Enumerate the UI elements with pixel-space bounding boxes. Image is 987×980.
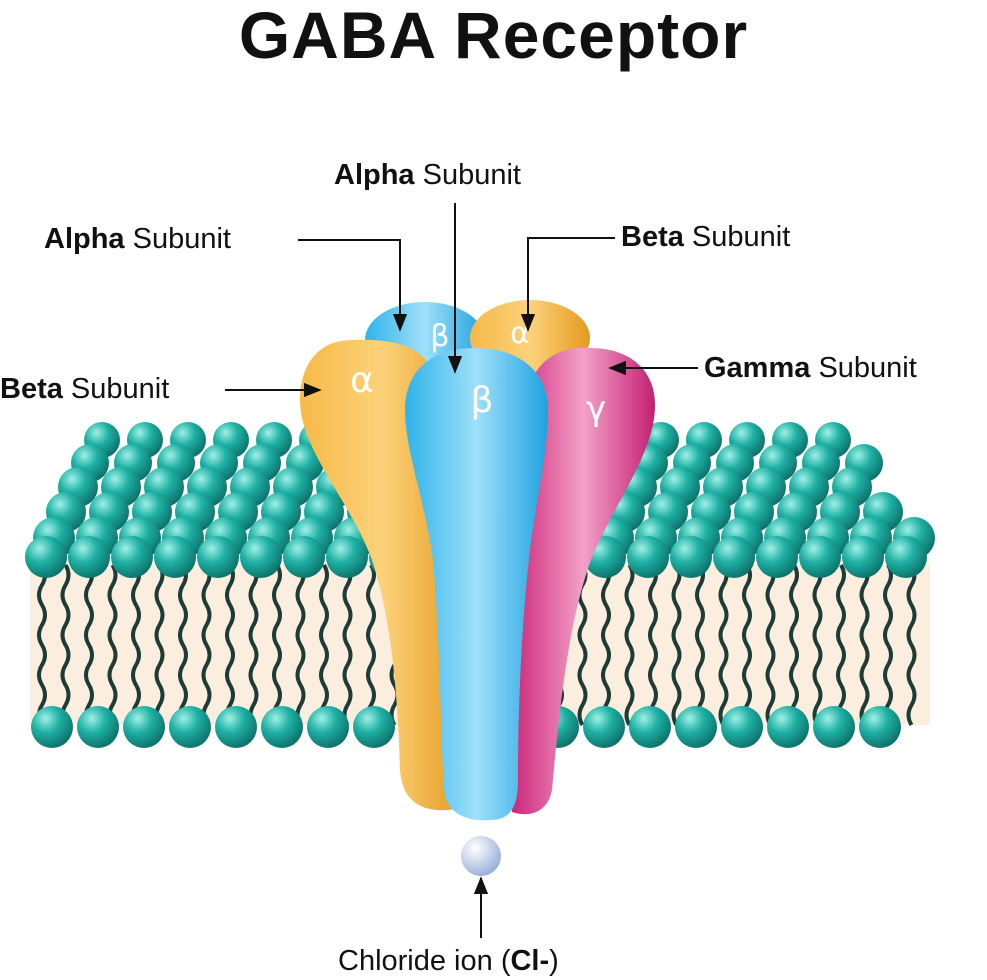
front-beta-subunit [405, 348, 548, 821]
phospholipid-head [583, 706, 625, 748]
lipid-tail [859, 563, 870, 727]
lipid-tail [601, 563, 611, 727]
lipid-tail [718, 563, 729, 727]
phospholipid-head [813, 706, 855, 748]
lipid-tail [201, 563, 212, 727]
phospholipid-head [326, 536, 368, 578]
phospholipid-head [885, 536, 927, 578]
lipid-tail [107, 563, 118, 727]
phospholipid-head [842, 536, 884, 578]
phospholipid-head [25, 536, 67, 578]
lipid-tail [695, 563, 705, 727]
phospholipid-head [215, 706, 257, 748]
phospholipid-head [713, 536, 755, 578]
phospholipid-head [31, 706, 73, 748]
phospholipid-head [261, 706, 303, 748]
phospholipid-head [68, 536, 110, 578]
phospholipid-head [353, 706, 395, 748]
lipid-tail [836, 563, 846, 727]
diagram-title: GABA Receptor [238, 0, 749, 72]
phospholipid-head [627, 536, 669, 578]
lipid-tail [37, 563, 47, 727]
phospholipid-head [154, 536, 196, 578]
lipid-tail [742, 563, 752, 727]
phospholipid-head [111, 536, 153, 578]
lipid-tail [272, 563, 282, 727]
lipid-tail [295, 563, 306, 727]
lipid-tail [60, 563, 71, 727]
leader-alpha-left [298, 239, 408, 332]
greek-front-right: γ [586, 389, 606, 429]
greek-back-left: β [430, 319, 449, 354]
phospholipid-head [799, 536, 841, 578]
lipid-tail [178, 563, 188, 727]
lipid-tail [319, 563, 329, 727]
phospholipid-head [77, 706, 119, 748]
label-beta-left: Beta Subunit [0, 373, 170, 405]
lipid-tail [342, 563, 353, 727]
phospholipid-head [767, 706, 809, 748]
phospholipid-head [756, 536, 798, 578]
phospholipid-head [670, 536, 712, 578]
label-chloride: Chloride ion (Cl-) [338, 945, 559, 977]
lipid-tail [154, 563, 165, 727]
lipid-tail [765, 563, 776, 727]
lipid-tail [131, 563, 141, 727]
lipid-tail [225, 563, 235, 727]
phospholipid-head [240, 536, 282, 578]
label-alpha-top: Alpha Subunit [334, 159, 521, 191]
lipid-tail [248, 563, 259, 727]
phospholipid-head [169, 706, 211, 748]
greek-front-left: α [350, 360, 374, 401]
lipid-tail [671, 563, 682, 727]
phospholipid-head [721, 706, 763, 748]
phospholipid-head [283, 536, 325, 578]
label-gamma-right: Gamma Subunit [704, 352, 917, 384]
lipid-tail [789, 563, 799, 727]
greek-front-middle: β [471, 380, 494, 421]
lipid-tail [812, 563, 823, 727]
phospholipid-head [123, 706, 165, 748]
lipid-tail [906, 563, 917, 727]
lipid-tail [624, 563, 635, 727]
greek-back-right: α [510, 316, 530, 351]
phospholipid-head [629, 706, 671, 748]
label-beta-right: Beta Subunit [621, 221, 791, 253]
lipid-tail [883, 563, 893, 727]
leader-beta-right [520, 237, 615, 332]
label-alpha-left: Alpha Subunit [44, 223, 231, 255]
phospholipid-head [197, 536, 239, 578]
lipid-tail [366, 563, 376, 727]
lipid-tail [648, 563, 658, 727]
chloride-ion [461, 836, 501, 876]
lipid-tail [84, 563, 94, 727]
front-gamma-subunit [511, 347, 655, 815]
phospholipid-head [307, 706, 349, 748]
phospholipid-head [859, 706, 901, 748]
phospholipid-head [675, 706, 717, 748]
